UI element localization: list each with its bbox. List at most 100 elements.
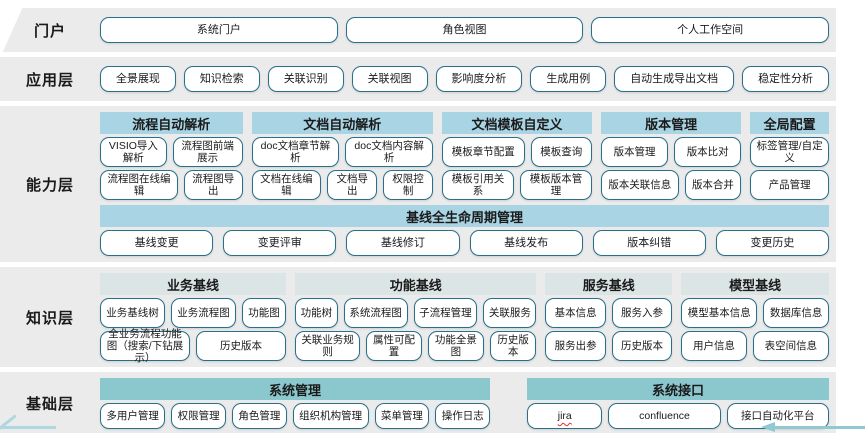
node-button: 历史版本: [611, 331, 673, 361]
node-button: 接口自动化平台: [726, 403, 829, 429]
group-header: 系统管理: [100, 378, 491, 400]
node-label: 变更历史: [750, 236, 795, 249]
node-label: 接口自动化平台: [741, 409, 815, 422]
node-row: 全景展现知识检索关联识别关联视图影响度分析生成用例自动生成导出文档稳定性分析: [100, 66, 829, 92]
layer-application: 应用层 全景展现知识检索关联识别关联视图影响度分析生成用例自动生成导出文档稳定性…: [0, 57, 836, 101]
node-button: 版本管理: [601, 137, 669, 167]
group-文档自动解析: 文档自动解析 doc文档章节解析 doc文档内容解析文档在线编辑文档导出权限控制: [251, 112, 433, 200]
node-label: 模板章节配置: [451, 145, 515, 158]
node-button: 模型基本信息: [681, 298, 758, 328]
node-button: 关联业务规则: [295, 331, 361, 361]
node-label: 基本信息: [554, 306, 597, 319]
node-button: 多用户管理: [100, 403, 166, 429]
node-label: 角色视图: [442, 23, 487, 36]
node-row: 模型基本信息数据库信息: [681, 298, 829, 328]
group-服务基线: 服务基线基本信息服务入参服务出参历史版本: [545, 273, 673, 361]
node-row: 模板章节配置模板查询: [442, 137, 592, 167]
group-文档模板自定义: 文档模板自定义模板章节配置模板查询模板引用关系模板版本管理: [442, 112, 592, 200]
node-row: 关联业务规则属性可配置功能全景图历史版本: [295, 331, 537, 361]
node-row: 流程图在线编辑流程图导出: [100, 170, 243, 200]
node-button: 角色管理: [232, 403, 287, 429]
group-header: 文档自动解析: [251, 112, 433, 134]
node-button: 影响度分析: [435, 66, 523, 92]
layer-content-portal: 系统门户角色视图个人工作空间: [100, 8, 836, 52]
node-row: 产品管理: [750, 170, 829, 200]
layer-portal: 门户 系统门户角色视图个人工作空间: [0, 8, 836, 52]
node-label: 基线修订: [380, 236, 425, 249]
node-row: doc文档章节解析 doc文档内容解析: [251, 137, 433, 167]
node-label: 全业务流程功能图（搜索/下钻展示）: [106, 327, 184, 365]
node-label: 自动生成导出文档: [630, 72, 719, 85]
node-row: 系统门户角色视图个人工作空间: [100, 17, 830, 43]
node-button: 组织机构管理: [292, 403, 369, 429]
group-header: 服务基线: [545, 273, 673, 295]
node-button: jira: [527, 403, 603, 429]
node-button: 服务入参: [611, 298, 673, 328]
node-button: 全业务流程功能图（搜索/下钻展示）: [100, 327, 190, 365]
node-button: 文档导出: [327, 170, 378, 200]
node-label: 标签管理/自定义: [756, 139, 823, 164]
node-label: 文档在线编辑: [260, 172, 313, 197]
group-header: 模型基线: [681, 273, 829, 295]
node-label: 版本比对: [686, 145, 729, 158]
node-label: 关联服务: [488, 306, 531, 319]
node-label: 版本关联信息: [608, 178, 672, 191]
node-button: 业务流程图: [171, 298, 237, 328]
bottom-left-line-decoration: [0, 426, 56, 429]
node-row: 文档在线编辑文档导出权限控制: [251, 170, 433, 200]
layer-label-portal: 门户: [33, 22, 66, 40]
node-button: 自动生成导出文档: [614, 66, 735, 92]
node-button: 操作日志: [435, 403, 491, 429]
node-label: 产品管理: [768, 178, 811, 191]
node-label: 变更评审: [257, 236, 302, 249]
node-button: 版本关联信息: [601, 170, 679, 200]
node-label: 个人工作空间: [677, 23, 744, 36]
layer-content-knowledge: 业务基线业务基线树业务流程图功能图全业务流程功能图（搜索/下钻展示）历史版本功能…: [100, 267, 836, 367]
node-row: 标签管理/自定义: [750, 137, 829, 167]
node-label: 菜单管理: [380, 409, 423, 422]
node-label: 历史版本: [497, 333, 529, 358]
node-label: 流程图在线编辑: [107, 172, 171, 197]
node-label: 全景展现: [115, 72, 160, 85]
arrow-line: [773, 425, 865, 429]
group-header: 功能基线: [295, 273, 537, 295]
node-button: 权限管理: [171, 403, 227, 429]
node-label: 功能图: [248, 306, 280, 319]
node-button: 系统流程图: [343, 298, 408, 328]
node-button: 文档在线编辑: [251, 170, 322, 200]
left-arrow-icon: [761, 422, 775, 432]
node-label: doc文档内容解析: [354, 139, 424, 164]
node-label: 角色管理: [238, 409, 281, 422]
group-系统管理: 系统管理多用户管理权限管理 角色管理组织机构管理菜单管理 操作日志: [100, 378, 491, 429]
group-columns: 业务基线业务基线树业务流程图功能图全业务流程功能图（搜索/下钻展示）历史版本功能…: [100, 273, 829, 365]
node-button: 模板版本管理: [520, 170, 592, 200]
node-label: 版本纠错: [627, 236, 672, 249]
node-row: 版本关联信息版本合并: [601, 170, 742, 200]
node-label: 子流程管理: [419, 306, 472, 319]
group-全局配置: 全局配置标签管理/自定义产品管理: [750, 112, 829, 200]
node-button: 历史版本: [195, 331, 287, 361]
node-button: 稳定性分析: [742, 66, 829, 92]
node-button: 功能树: [295, 298, 338, 328]
node-label: 生成用例: [546, 72, 591, 85]
node-label: 历史版本: [620, 339, 663, 352]
layer-label-capability: 能力层: [25, 176, 74, 194]
node-button: 产品管理: [750, 170, 829, 200]
node-label: 系统流程图: [349, 306, 402, 319]
node-button: 全景展现: [100, 66, 176, 92]
node-label: 历史版本: [220, 339, 263, 352]
node-button: 表空间信息: [752, 331, 829, 361]
node-label: VISIO导入解析: [108, 139, 158, 164]
node-label: 权限管理: [177, 409, 220, 422]
node-label: confluence: [639, 409, 690, 422]
layer-knowledge: 知识层 业务基线业务基线树业务流程图功能图全业务流程功能图（搜索/下钻展示）历史…: [0, 267, 836, 367]
node-label: 操作日志: [441, 409, 484, 422]
node-button: 用户信息: [681, 331, 747, 361]
node-label: 属性可配置: [373, 333, 415, 358]
node-button: doc文档章节解析: [251, 137, 340, 167]
corner-cut-decoration: [0, 0, 26, 58]
node-label: 模板版本管理: [529, 172, 583, 197]
